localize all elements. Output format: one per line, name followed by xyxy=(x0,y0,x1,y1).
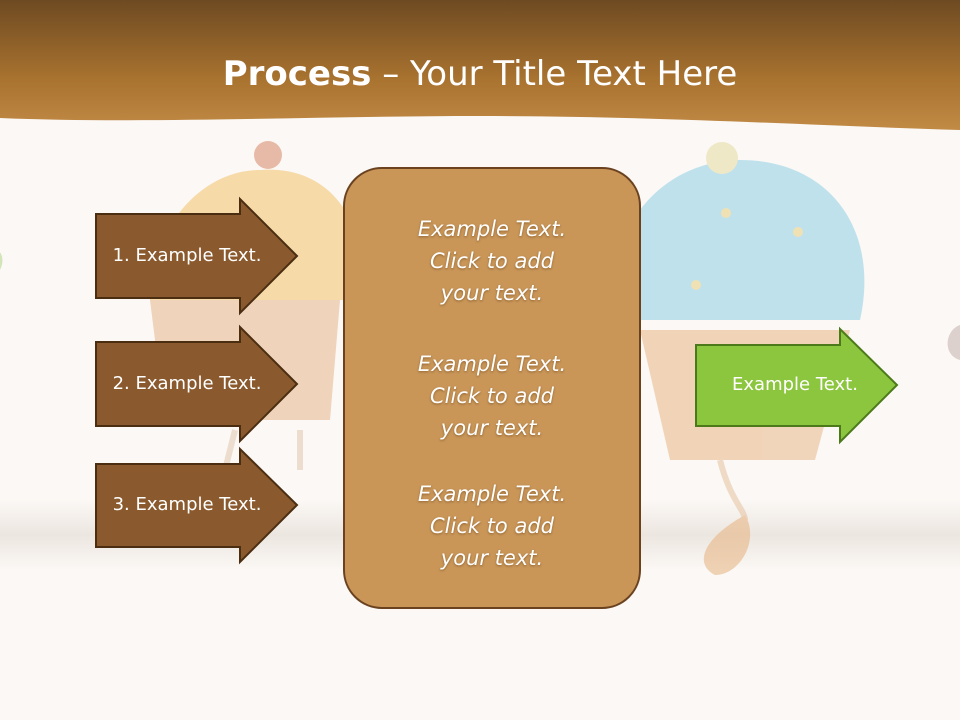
center-text-line: Example Text. xyxy=(417,217,567,241)
center-text-line: Example Text. xyxy=(417,482,567,506)
center-text-line: Click to add xyxy=(429,384,554,408)
right-arrow[interactable] xyxy=(695,326,899,445)
left-arrow-2[interactable] xyxy=(95,324,299,444)
left-arrow-1-label: 1. Example Text. xyxy=(112,245,262,266)
center-text-line: your text. xyxy=(440,416,544,440)
left-arrow-2-label: 2. Example Text. xyxy=(112,373,262,394)
center-text-line: Example Text. xyxy=(417,352,567,376)
center-text-line: your text. xyxy=(440,281,544,305)
center-text-block-2: Example Text. Click to add your text. xyxy=(346,348,638,444)
header-band xyxy=(0,0,960,130)
left-arrow-3[interactable] xyxy=(95,446,299,565)
center-text-line: Click to add xyxy=(429,514,554,538)
center-text-line: your text. xyxy=(440,546,544,570)
left-arrow-1[interactable] xyxy=(95,196,299,316)
page-title: Process – Your Title Text Here xyxy=(0,52,960,96)
right-arrow-label: Example Text. xyxy=(732,374,858,395)
left-arrow-3-label: 3. Example Text. xyxy=(112,494,262,515)
center-text-line: Click to add xyxy=(429,249,554,273)
center-text-block-3: Example Text. Click to add your text. xyxy=(346,478,638,574)
title-rest: – Your Title Text Here xyxy=(371,54,738,94)
center-box[interactable] xyxy=(343,167,641,609)
center-text-block-1: Example Text. Click to add your text. xyxy=(346,213,638,309)
title-bold: Process xyxy=(222,54,372,94)
